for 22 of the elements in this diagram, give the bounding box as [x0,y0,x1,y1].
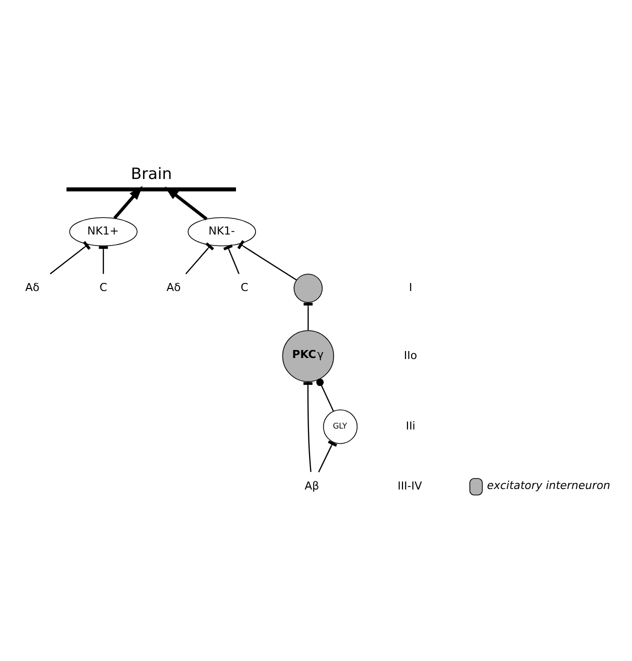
connector [318,440,338,472]
node-circle [294,273,323,302]
label: IIo [404,348,418,362]
node-text: Aβ [304,478,320,492]
label: IIi [406,419,416,432]
connector [316,378,334,411]
label: III-IV [398,478,422,492]
connector [223,244,240,274]
legend-label: excitatory interneuron [487,478,610,492]
node-text: C [240,280,248,294]
arrow [164,186,208,220]
node-circle: PKCγ [282,330,334,382]
connector [185,242,214,274]
node-text: Aδ [25,280,40,294]
arrow [113,185,143,219]
node-text: Aδ [166,280,181,294]
node-text: C [99,280,108,294]
node-circle: GLY [323,408,358,444]
connector [50,240,91,274]
node-text: Brain [130,164,172,183]
label: I [408,280,412,294]
connector [237,240,297,280]
